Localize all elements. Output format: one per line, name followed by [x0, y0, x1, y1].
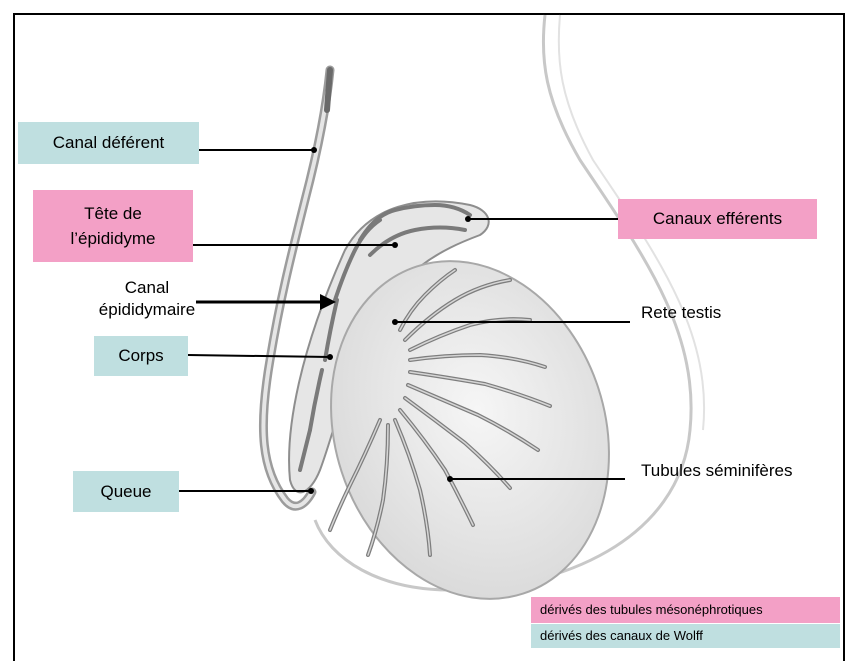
- label-canal-epididymaire: Canal épididymaire: [82, 277, 212, 321]
- label-tubules-seminiferes: Tubules séminifères: [641, 461, 793, 481]
- label-canaux-efferents: Canaux efférents: [618, 199, 817, 239]
- label-queue: Queue: [73, 471, 179, 512]
- legend-mesonephric: dérivés des tubules mésonéphrotiques: [531, 597, 840, 623]
- label-tete-epididyme: Tête de l’épididyme: [33, 190, 193, 262]
- legend-wolff: dérivés des canaux de Wolff: [531, 624, 840, 648]
- label-canal-deferent: Canal déférent: [18, 122, 199, 164]
- label-corps: Corps: [94, 336, 188, 376]
- epididymal-canal-arrow: [196, 294, 336, 310]
- label-rete-testis: Rete testis: [641, 303, 721, 323]
